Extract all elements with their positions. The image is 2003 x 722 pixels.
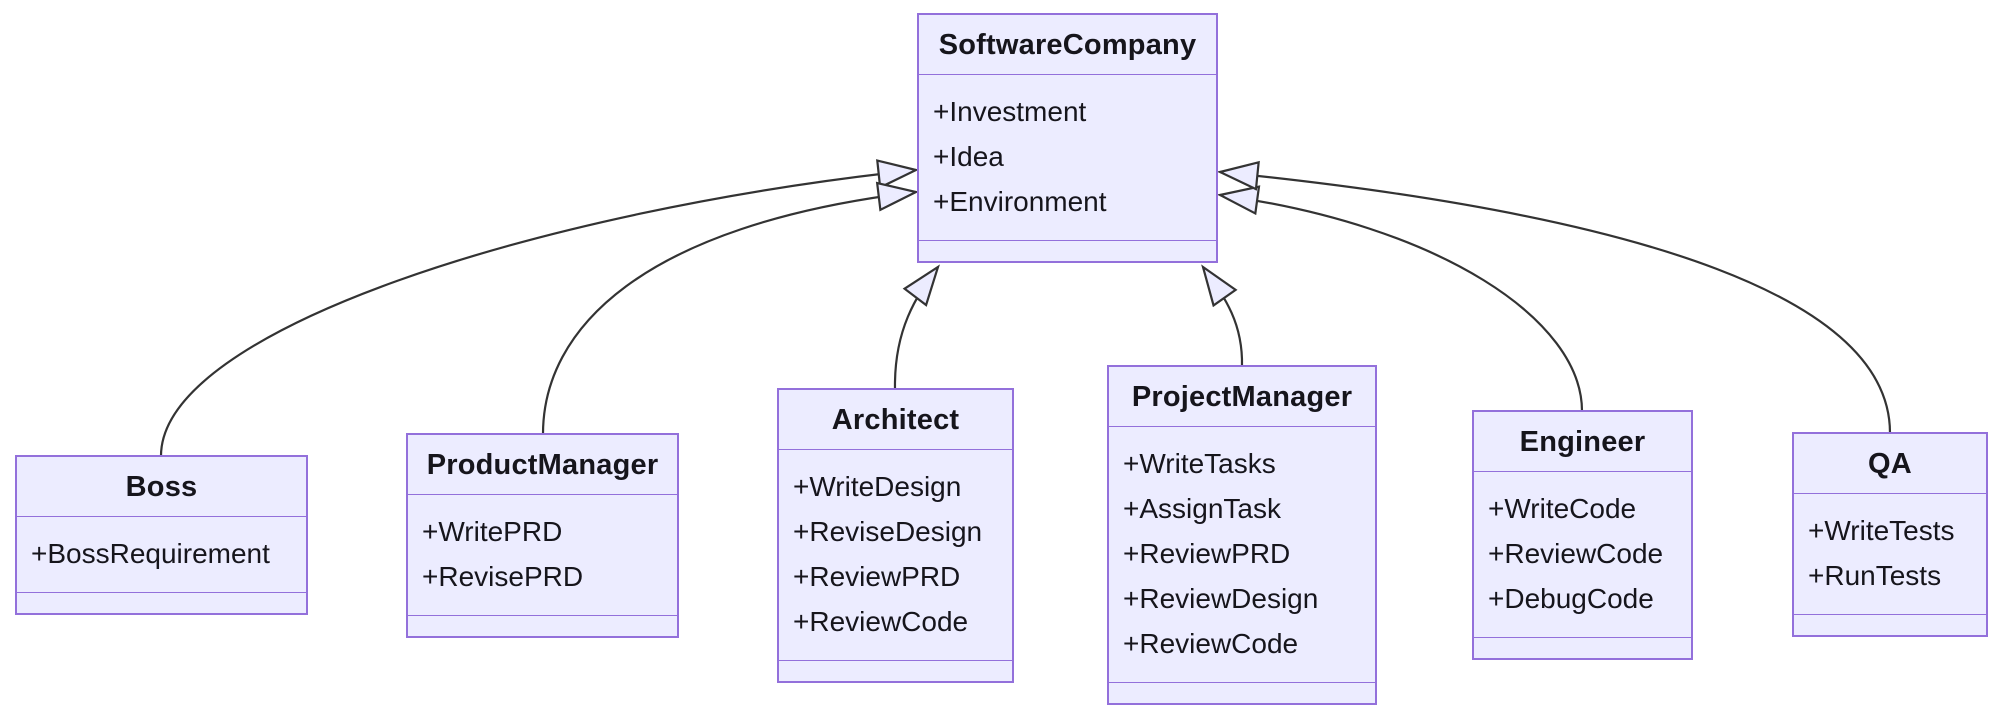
class-member: +RevisePRD [422, 561, 584, 592]
class-title: SoftwareCompany [919, 15, 1216, 75]
class-title: Architect [779, 390, 1012, 450]
class-member: +Environment [933, 186, 1107, 217]
class-title: ProjectManager [1109, 367, 1375, 427]
class-member: +Investment [933, 96, 1087, 127]
class-member: +ReviewCode [793, 606, 969, 637]
class-title: ProductManager [408, 435, 677, 495]
class-methods-empty-section [408, 616, 677, 636]
inheritance-edge-Architect-to-SoftwareCompany [893, 267, 938, 390]
class-member: +DebugCode [1488, 583, 1654, 614]
class-member: +ReviewDesign [1123, 583, 1319, 614]
class-node-Architect: Architect +WriteDesign +ReviseDesign +Revie… [777, 388, 1014, 683]
class-title: QA [1794, 434, 1986, 494]
class-members-section: +WriteDesign +ReviseDesign +ReviewPRD +Revi… [779, 450, 1012, 661]
class-members-section: +WriteTests +RunTests [1794, 494, 1986, 615]
class-node-Engineer: Engineer +WriteCode +ReviewCode +DebugCode [1472, 410, 1693, 660]
class-member: +WriteDesign [793, 471, 962, 502]
class-methods-empty-section [17, 593, 306, 613]
class-methods-empty-section [919, 241, 1216, 261]
class-methods-empty-section [779, 661, 1012, 681]
class-methods-empty-section [1474, 638, 1691, 658]
class-member: +ReviewPRD [1123, 538, 1291, 569]
class-node-QA: QA +WriteTests +RunTests [1792, 432, 1988, 637]
class-node-Boss: Boss +BossRequirement [15, 455, 308, 615]
class-member: +ReviewPRD [793, 561, 961, 592]
class-node-ProjectManager: ProjectManager +WriteTasks +AssignTask +Rev… [1107, 365, 1377, 705]
class-member: +RunTests [1808, 560, 1942, 591]
inheritance-edge-ProductManager-to-SoftwareCompany [541, 192, 916, 435]
class-member: +WriteTasks [1123, 448, 1276, 479]
class-title: Engineer [1474, 412, 1691, 472]
inheritance-edge-Boss-to-SoftwareCompany [159, 170, 916, 457]
class-member: +Idea [933, 141, 1004, 172]
class-members-section: +WriteTasks +AssignTask +ReviewPRD +ReviewD… [1109, 427, 1375, 683]
class-members-section: +WriteCode +ReviewCode +DebugCode [1474, 472, 1691, 638]
class-members-section: +WritePRD +RevisePRD [408, 495, 677, 616]
class-node-SoftwareCompany: SoftwareCompany +Investment +Idea +Environm… [917, 13, 1218, 263]
class-member: +AssignTask [1123, 493, 1281, 524]
class-member: +WriteTests [1808, 515, 1955, 546]
class-node-ProductManager: ProductManager +WritePRD +RevisePRD [406, 433, 679, 638]
inheritance-edge-ProjectManager-to-SoftwareCompany [1203, 267, 1244, 367]
class-member: +ReviseDesign [793, 516, 983, 547]
class-members-section: +Investment +Idea +Environment [919, 75, 1216, 241]
class-title: Boss [17, 457, 306, 517]
class-methods-empty-section [1109, 683, 1375, 703]
class-methods-empty-section [1794, 615, 1986, 635]
class-members-section: +BossRequirement [17, 517, 306, 593]
class-member: +BossRequirement [31, 538, 270, 569]
class-member: +ReviewCode [1123, 628, 1299, 659]
inheritance-edge-Engineer-to-SoftwareCompany [1220, 195, 1584, 412]
class-member: +WritePRD [422, 516, 563, 547]
inheritance-edge-QA-to-SoftwareCompany [1220, 172, 1892, 434]
class-member: +ReviewCode [1488, 538, 1664, 569]
class-member: +WriteCode [1488, 493, 1637, 524]
